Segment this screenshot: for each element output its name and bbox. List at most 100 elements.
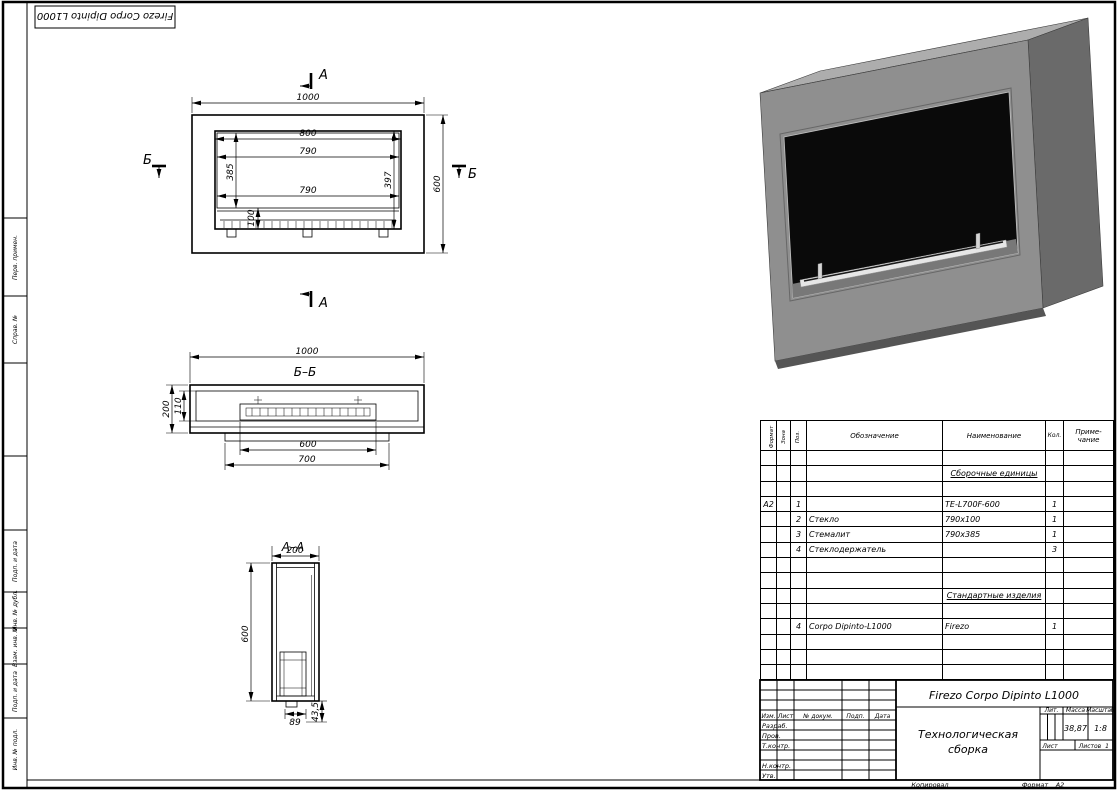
spec-cell-p: 4 xyxy=(790,541,807,559)
title-block: Изм. Лист № докум. Подп. Дата Разраб. Пр… xyxy=(759,679,1115,789)
spec-cell-note xyxy=(1063,633,1114,650)
dim-front-790a: 790 xyxy=(299,147,316,157)
spec-cell-p xyxy=(790,664,807,681)
spec-cell-d xyxy=(806,664,943,681)
spec-cell-note xyxy=(1063,526,1114,543)
dim-front-1000: 1000 xyxy=(297,93,320,103)
spec-cell-q xyxy=(1045,664,1064,681)
spec-cell-p xyxy=(790,572,807,589)
cut-label-b-left: Б xyxy=(143,153,152,168)
spec-cell-q xyxy=(1045,449,1064,467)
side-stamp-label: Инв. № дубл. xyxy=(12,589,19,631)
tb-lbl-utv: Утв. xyxy=(762,772,776,780)
spec-table: Формат Зона Поз. Обозначение Наименовани… xyxy=(760,420,1114,681)
dim-bb-1000: 1000 xyxy=(296,347,319,357)
dim-aa-200: 200 xyxy=(286,546,303,556)
tb-hdr-izm: Изм. xyxy=(761,713,775,720)
tb-hdr-ndoc: № докум. xyxy=(802,713,833,720)
spec-cell-p xyxy=(790,480,807,497)
spec-cell-d xyxy=(806,449,943,467)
spec-cell-note xyxy=(1063,618,1114,635)
spec-cell-f xyxy=(760,526,777,543)
spec-cell-note xyxy=(1063,495,1114,513)
spec-cell-z xyxy=(776,541,791,559)
spec-cell-p xyxy=(790,557,807,574)
tb-lbl-masshtab: Масштаб xyxy=(1086,707,1115,714)
spec-cell-z xyxy=(776,465,791,482)
spec-row xyxy=(760,648,1114,666)
spec-cell-z xyxy=(776,664,791,681)
tb-doc-title: Firezo Corpo Dipinto L1000 xyxy=(929,689,1079,702)
tb-doc-type-1: Технологическая xyxy=(918,728,1018,741)
spec-cell-n: ТЕ-L700F-600 xyxy=(942,495,1046,513)
cut-label-b-right: Б xyxy=(468,167,477,182)
spec-cell-z xyxy=(776,618,791,635)
tb-lbl-list: Лист xyxy=(1041,743,1058,750)
spec-cell-f xyxy=(760,618,777,635)
spec-cell-f xyxy=(760,541,777,559)
spec-cell-q xyxy=(1045,557,1064,574)
spec-cell-n: Стандартные изделия xyxy=(942,587,1046,604)
spec-header-zone: Зона xyxy=(776,420,791,451)
top-stamp-box xyxy=(34,5,176,29)
spec-cell-note xyxy=(1063,557,1114,574)
spec-cell-p: 2 xyxy=(790,511,807,528)
spec-cell-n: 790х385 xyxy=(942,526,1046,543)
glass-holder-right xyxy=(975,232,981,250)
spec-cell-z xyxy=(776,449,791,467)
spec-cell-q: 1 xyxy=(1045,618,1064,635)
spec-row xyxy=(760,480,1114,497)
spec-cell-d xyxy=(806,557,943,574)
spec-header-row: Формат Зона Поз. Обозначение Наименовани… xyxy=(760,420,1114,451)
spec-cell-note xyxy=(1063,572,1114,589)
spec-cell-n: Сборочные единицы xyxy=(942,465,1046,482)
spec-cell-n xyxy=(942,648,1046,666)
spec-row xyxy=(760,449,1114,467)
dim-front-790b: 790 xyxy=(299,186,316,196)
tb-format-label: Формат xyxy=(1022,781,1049,789)
tb-format-value: А2 xyxy=(1055,781,1065,789)
spec-cell-q: 1 xyxy=(1045,511,1064,528)
spec-cell-d xyxy=(806,648,943,666)
dim-front-385: 385 xyxy=(226,163,236,180)
spec-header-designation: Обозначение xyxy=(806,420,943,451)
tb-doc-type-2: сборка xyxy=(948,743,988,756)
spec-cell-f xyxy=(760,587,777,604)
spec-cell-p xyxy=(790,587,807,604)
spec-row: Стандартные изделия xyxy=(760,587,1114,604)
spec-cell-d xyxy=(806,587,943,604)
dim-bb-110: 110 xyxy=(174,397,184,414)
dim-front-800: 800 xyxy=(299,129,316,139)
spec-cell-n xyxy=(942,602,1046,620)
spec-cell-z xyxy=(776,633,791,650)
side-stamp-label: Подп. и дата xyxy=(12,540,19,582)
spec-cell-note xyxy=(1063,648,1114,666)
section-aa-title: А–А xyxy=(281,540,304,554)
tb-val-massa: 38,87 xyxy=(1064,724,1088,733)
spec-cell-q: 1 xyxy=(1045,495,1064,513)
spec-cell-z xyxy=(776,587,791,604)
side-stamp-label: Справ. № xyxy=(12,314,20,345)
spec-cell-f xyxy=(760,480,777,497)
spec-cell-f xyxy=(760,664,777,681)
tb-lbl-prov: Пров. xyxy=(762,732,781,740)
side-stamp-inv-podl: Инв. № подл. xyxy=(4,718,27,780)
spec-cell-n xyxy=(942,449,1046,467)
spec-cell-f xyxy=(760,557,777,574)
top-stamp-text: Firezo Corpo Dipinto L1000 xyxy=(37,10,173,21)
spec-row: Сборочные единицы xyxy=(760,465,1114,482)
spec-header-format: Формат xyxy=(760,420,777,451)
tb-lbl-massa: Масса xyxy=(1066,707,1085,714)
tb-lbl-razrab: Разраб. xyxy=(762,722,788,730)
spec-header-pos: Поз. xyxy=(790,420,807,451)
spec-cell-p xyxy=(790,465,807,482)
spec-cell-n xyxy=(942,572,1046,589)
cut-label-a-top: А xyxy=(318,68,328,83)
spec-cell-p: 1 xyxy=(790,495,807,513)
spec-cell-d xyxy=(806,602,943,620)
spec-cell-n xyxy=(942,541,1046,559)
spec-cell-d: Стемалит xyxy=(806,526,943,543)
